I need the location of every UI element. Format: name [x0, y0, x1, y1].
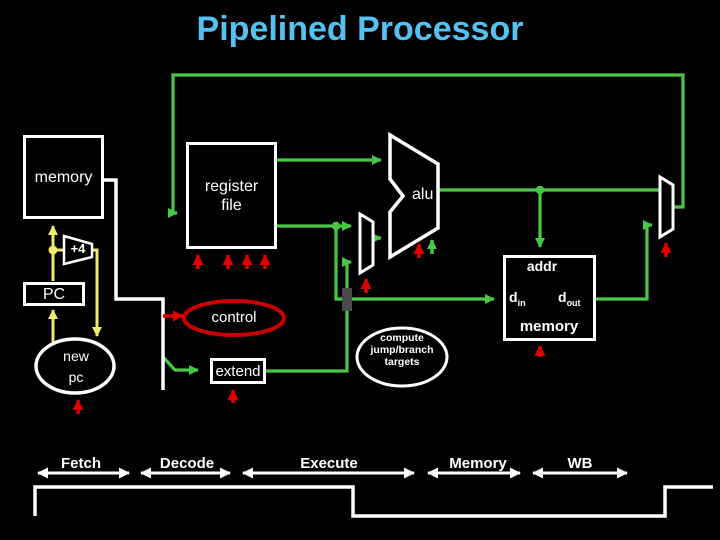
data-memory-addr-label: addr — [526, 258, 558, 274]
alu-label: alu — [412, 186, 434, 203]
junction-pc — [48, 245, 58, 255]
wire-dout-to-wbmux — [596, 220, 653, 301]
new-pc-ellipse — [34, 337, 116, 395]
stage-label-fetch: Fetch — [60, 455, 102, 472]
compute-targets-line1: compute — [380, 332, 424, 344]
alu-shape — [388, 131, 440, 261]
register-file-label-line2: file — [221, 196, 242, 214]
slide-title: Pipelined Processor — [196, 10, 524, 48]
stage-boundary-line — [33, 485, 713, 518]
register-file-box: register file — [186, 142, 277, 249]
wire-instruction-bus — [104, 178, 165, 390]
extend-label: extend — [215, 362, 261, 380]
data-memory-label: memory — [519, 318, 579, 335]
dout-base: d — [558, 289, 567, 305]
instruction-memory-label: memory — [34, 168, 93, 186]
instruction-memory-box: memory — [23, 135, 104, 219]
writeback-mux-shape — [658, 174, 675, 240]
dout-subscript: out — [566, 298, 581, 308]
plus4-label: +4 — [70, 241, 86, 256]
control-ellipse — [182, 299, 286, 337]
new-pc-label-line2: pc — [68, 369, 84, 385]
din-base: d — [509, 289, 518, 305]
din-subscript: in — [517, 298, 526, 308]
wire-outB-to-din — [334, 226, 495, 304]
new-pc-label-line1: new — [63, 348, 89, 364]
stage-label-memory: Memory — [449, 455, 507, 472]
alusrc-mux-shape — [358, 211, 375, 276]
compute-targets-line2: jump/branch — [370, 344, 434, 356]
wire-writeback-feedback — [168, 73, 685, 218]
wire-plus4-to-newpc — [92, 248, 102, 337]
register-file-label-line1: register — [204, 177, 259, 195]
stage-label-wb: WB — [567, 455, 593, 472]
pc-label: PC — [42, 285, 66, 303]
extend-box: extend — [210, 358, 266, 384]
pc-box: PC — [23, 282, 85, 306]
compute-targets-line3: targets — [384, 356, 420, 368]
compute-targets-ellipse — [355, 326, 449, 388]
wire-extend-out-to-mux — [266, 257, 352, 373]
wire-hop-marker — [342, 288, 352, 311]
data-memory-box — [503, 255, 596, 341]
plus4-adder-shape — [62, 234, 94, 266]
data-memory-dout-label: dout — [558, 289, 581, 308]
junction-outB — [331, 221, 341, 231]
control-label: control — [211, 309, 257, 326]
junction-alu-out — [535, 185, 545, 195]
stage-label-execute: Execute — [300, 455, 358, 472]
wire-instr-to-extend — [161, 355, 199, 375]
data-memory-din-label: din — [509, 289, 526, 308]
stage-label-decode: Decode — [159, 455, 215, 472]
